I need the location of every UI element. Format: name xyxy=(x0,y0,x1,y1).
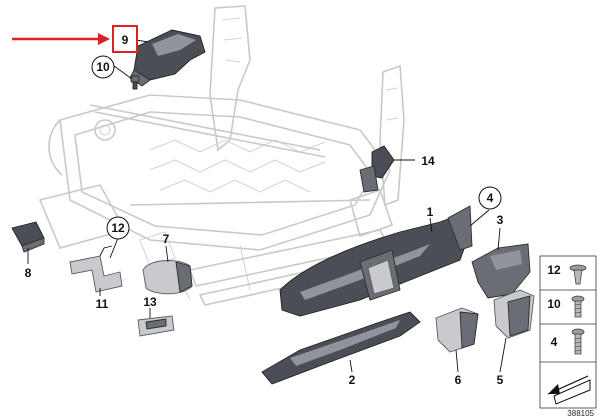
screw-icon xyxy=(571,295,585,318)
svg-text:1: 1 xyxy=(427,205,434,219)
callout-7[interactable]: 7 xyxy=(163,232,170,246)
callout-6[interactable]: 6 xyxy=(455,373,462,387)
view-direction-icon xyxy=(547,375,591,405)
part-1-side-trim[interactable] xyxy=(279,205,473,317)
svg-text:14: 14 xyxy=(421,154,435,168)
legend-row-12[interactable]: 12 xyxy=(547,263,587,285)
part-10-screw[interactable] xyxy=(130,75,140,90)
part-5-cap[interactable] xyxy=(493,289,535,339)
svg-text:12: 12 xyxy=(111,221,125,235)
part-8-block[interactable] xyxy=(11,221,45,253)
svg-text:3: 3 xyxy=(497,213,504,227)
callout-11[interactable]: 11 xyxy=(96,297,109,311)
svg-text:12: 12 xyxy=(547,263,561,277)
part-9-cover[interactable] xyxy=(129,29,206,87)
legend-row-4[interactable]: 4 xyxy=(551,328,585,355)
part-14-clip[interactable] xyxy=(359,145,415,193)
svg-text:13: 13 xyxy=(143,295,157,309)
callout-5[interactable]: 5 xyxy=(497,373,504,387)
image-number: 388105 xyxy=(567,409,594,418)
callout-8[interactable]: 8 xyxy=(25,266,32,280)
svg-text:5: 5 xyxy=(497,373,504,387)
part-7-knob[interactable] xyxy=(142,260,193,295)
callout-4[interactable]: 4 xyxy=(478,186,502,210)
screw-icon xyxy=(571,328,585,355)
svg-text:9: 9 xyxy=(122,33,129,47)
fastener-legend: 12 10 4 xyxy=(539,255,597,409)
part-2-lower-trim[interactable] xyxy=(261,311,421,385)
callout-1[interactable]: 1 xyxy=(427,205,434,219)
svg-text:10: 10 xyxy=(547,297,561,311)
highlight-arrow xyxy=(12,33,110,45)
part-3-end-cap[interactable] xyxy=(471,243,531,299)
callout-3[interactable]: 3 xyxy=(497,213,504,227)
leader-lines xyxy=(27,39,507,373)
svg-text:10: 10 xyxy=(96,60,110,74)
callout-9[interactable]: 9 xyxy=(112,25,138,53)
svg-text:4: 4 xyxy=(487,191,494,205)
svg-text:4: 4 xyxy=(551,335,558,349)
part-13-clip[interactable] xyxy=(137,315,175,337)
callout-12[interactable]: 12 xyxy=(106,216,130,240)
callout-10[interactable]: 10 xyxy=(91,55,115,79)
svg-text:11: 11 xyxy=(96,297,109,311)
clip-fastener-icon xyxy=(569,264,587,285)
callout-14[interactable]: 14 xyxy=(421,154,435,168)
svg-text:8: 8 xyxy=(25,266,32,280)
svg-text:6: 6 xyxy=(455,373,462,387)
svg-text:2: 2 xyxy=(349,373,356,387)
part-11-bracket[interactable] xyxy=(69,245,123,293)
callout-2[interactable]: 2 xyxy=(349,373,356,387)
legend-row-10[interactable]: 10 xyxy=(547,295,585,318)
callout-13[interactable]: 13 xyxy=(143,295,157,309)
svg-text:7: 7 xyxy=(163,232,170,246)
part-6-cap[interactable] xyxy=(435,307,479,353)
